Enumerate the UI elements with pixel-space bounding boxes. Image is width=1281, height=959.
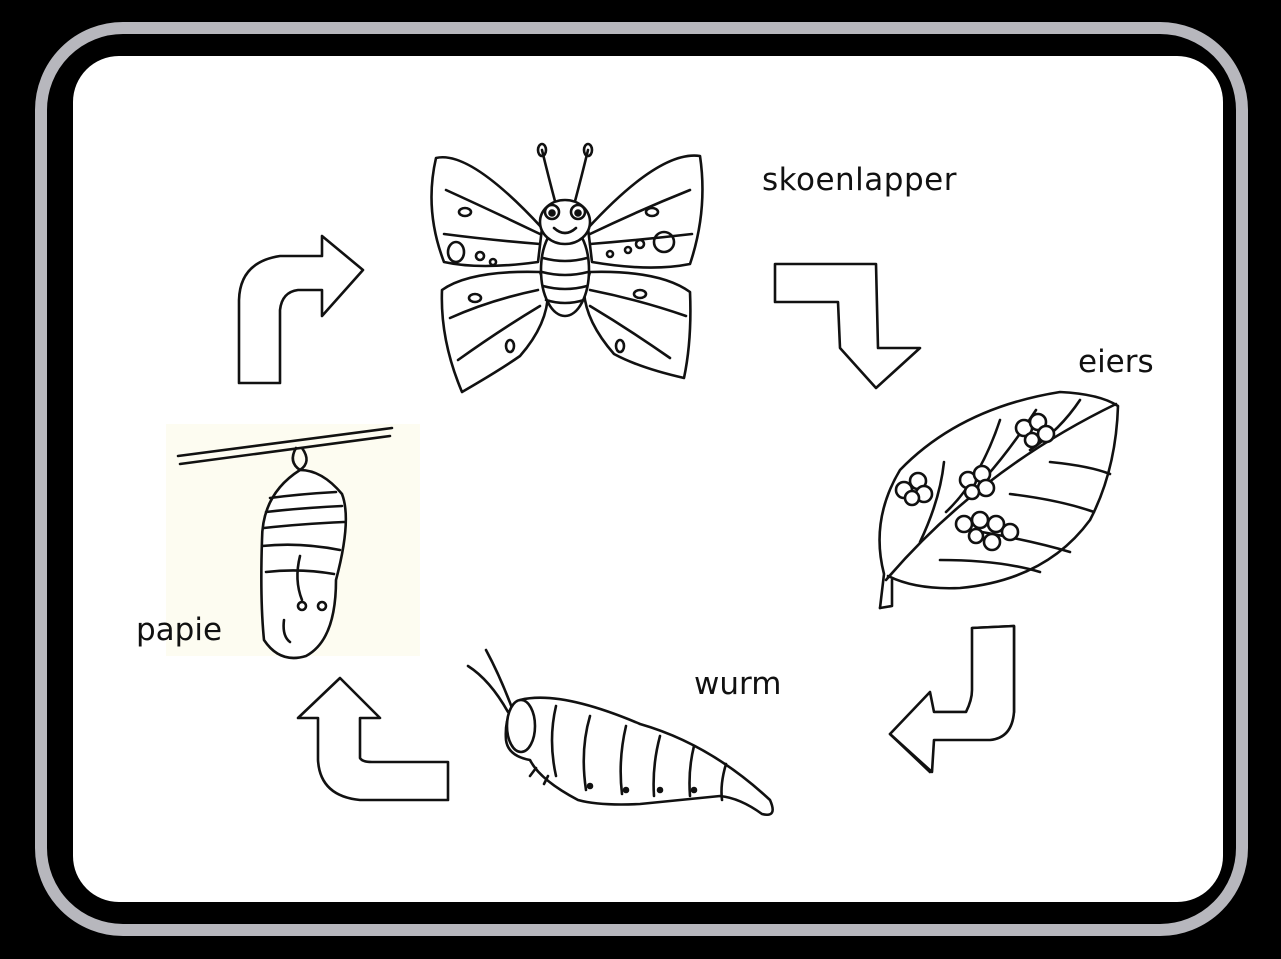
label-pupa: papie (136, 612, 222, 648)
arrow-pupa-to-butterfly (239, 236, 363, 383)
arrow-larva-to-pupa (298, 678, 448, 800)
label-butterfly: skoenlapper (762, 162, 957, 198)
leaf-with-eggs-icon (880, 392, 1118, 608)
label-eggs: eiers (1078, 344, 1154, 380)
label-larva: wurm (694, 666, 781, 702)
arrow-butterfly-to-eggs (775, 264, 920, 388)
butterfly-icon (432, 144, 703, 392)
